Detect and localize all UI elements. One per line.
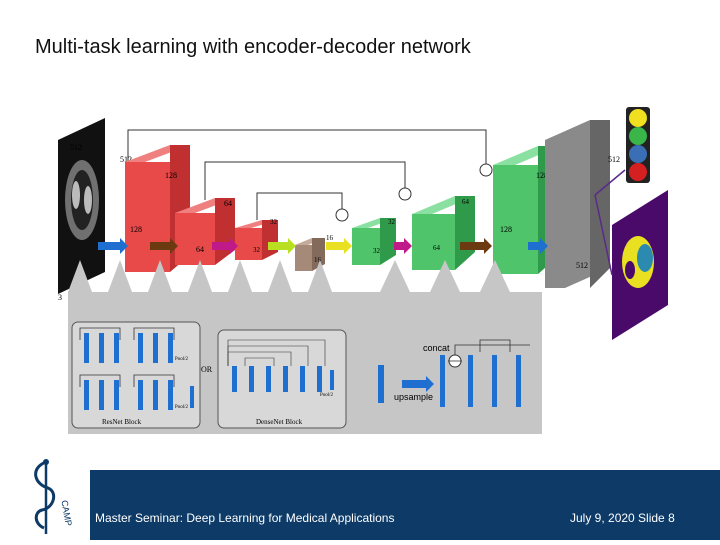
flow-arrows: [98, 238, 548, 254]
resnet-layers: [84, 333, 194, 410]
footer-bar: [0, 470, 720, 540]
dim-enc1-top: 128: [165, 171, 177, 180]
dim-enc3-side: 32: [253, 246, 261, 254]
concat-label: concat: [423, 343, 450, 353]
resnet-pool-label-2: Pool/2: [175, 405, 189, 410]
encoder-block-3: [235, 220, 278, 260]
densenet-dense-lines: [227, 339, 326, 366]
dim-dec2-side: 64: [433, 244, 441, 252]
segmentation-output: [612, 190, 668, 340]
dim-dec3-side: 128: [500, 225, 512, 234]
densenet-layers: [232, 366, 334, 392]
dim-bottleneck-top: 16: [326, 234, 334, 242]
dim-dec1-top: 32: [388, 218, 396, 226]
decoder-block-1: [352, 218, 396, 265]
dim-enc3-top: 32: [270, 218, 278, 226]
camp-logo: CAMP: [0, 458, 90, 540]
resnet-pool-label-1: Pool/2: [175, 357, 189, 362]
dim-dec1-side: 32: [373, 247, 381, 255]
slide-title: Multi-task learning with encoder-decoder…: [35, 36, 471, 58]
resnet-skip-lines: [79, 327, 175, 387]
densenet-block-label: DenseNet Block: [256, 418, 303, 426]
decoder-block-2: [412, 196, 475, 270]
dim-out-side: 512: [608, 155, 620, 164]
classification-output: [626, 107, 650, 183]
dim-dec3-top: 128: [536, 171, 548, 180]
densenet-pool-label: Pool/2: [320, 393, 334, 398]
logo-text: CAMP: [59, 499, 73, 526]
dim-input-top: 512: [70, 143, 82, 152]
dim-dec2-top: 64: [462, 198, 470, 206]
input-ct-image: [58, 118, 105, 294]
dim-enc2-top: 64: [224, 199, 232, 208]
dim-out-bottom: 512: [576, 261, 588, 270]
footer-seminar-text: Master Seminar: Deep Learning for Medica…: [95, 511, 395, 525]
resnet-block-label: ResNet Block: [102, 418, 142, 426]
dim-enc2-side: 64: [196, 245, 204, 254]
densenet-block-box: [217, 329, 347, 429]
dim-input-channels: 3: [58, 293, 62, 302]
footer-date-slide: July 9, 2020 Slide 8: [570, 511, 675, 525]
concat-nodes: [335, 163, 493, 222]
encoder-decoder-diagram: 512 512 3 128 128 64 64 32 32 16 1: [58, 107, 668, 434]
bottleneck-block: [295, 238, 325, 271]
dim-input-side: 512: [120, 155, 132, 164]
skip-connections: [127, 129, 487, 220]
dim-enc1-side: 128: [130, 225, 142, 234]
dim-bottleneck-side: 16: [314, 256, 322, 264]
output-feature-map: [545, 120, 610, 288]
output-arrows: [594, 169, 626, 276]
upsample-inset: [378, 339, 530, 407]
upsample-label: upsample: [394, 392, 433, 402]
or-label: OR: [201, 365, 213, 374]
